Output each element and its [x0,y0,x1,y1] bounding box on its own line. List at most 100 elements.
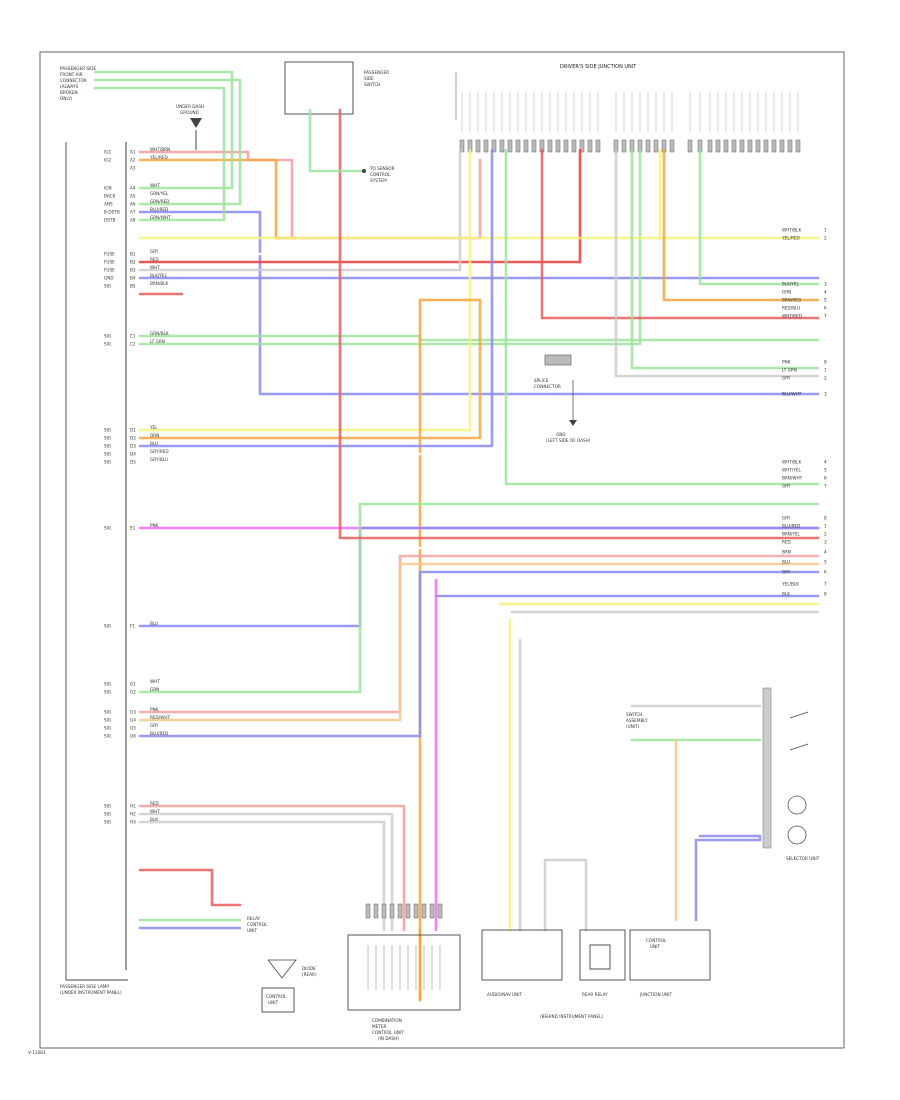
pin-wire-color: GRN/WHT [150,215,171,220]
right-pin-number: 3 [824,540,827,545]
meter-pin [405,903,411,919]
wire [138,562,820,722]
pin-wire-color: GRN/RED [150,199,169,204]
pin-id: C1 [130,334,136,339]
svg-text:(LEFT SIDE OF DASH): (LEFT SIDE OF DASH) [546,438,591,443]
right-pin-number: 1 [824,524,827,529]
right-header: DRIVER'S SIDE JUNCTION UNIT [560,64,637,70]
pin-name: FUSE [104,260,115,265]
connector-pin [459,139,465,153]
pin-name: IG2 [104,158,111,163]
top-center-switch-label: PASSENGER SIDE SWITCH [364,70,389,87]
wire [138,570,820,738]
svg-text:ONLY): ONLY) [60,96,73,101]
right-wire-label: WHT/RED [782,314,802,319]
svg-text:PASSENGER: PASSENGER [364,70,389,75]
connector-pin [707,139,713,153]
pin-name: SIG [104,682,111,687]
svg-text:SWITCH: SWITCH [626,712,642,717]
pin-wire-color: RED [150,257,159,262]
meter-pin [397,903,403,919]
right-wire-label: PNK [782,360,791,365]
svg-text:CONTROL: CONTROL [646,938,667,943]
pin-name: DSTB [104,218,115,223]
left-module-outline [65,142,128,981]
right-pin-number: 3 [824,282,827,287]
pin-id: A1 [130,150,136,155]
pin-id: E1 [130,526,136,531]
pin-wire-color: GRN/BLK [150,331,169,336]
connector-pin [531,139,537,153]
wire [698,148,820,286]
wire [614,148,820,378]
wire [308,108,364,173]
pin-name: B-DSTB [104,210,120,215]
pin-name: SIG [104,452,111,457]
svg-text:UNIT: UNIT [247,928,257,933]
right-wire-label: RED [782,540,791,545]
pin-id: A4 [130,186,136,191]
meter-pin [421,903,427,919]
right-wire-label: BRN/RED [782,298,801,303]
svg-text:ASSEMBLY: ASSEMBLY [626,718,648,723]
pin-wire-color: GRY/BLU [150,457,168,462]
right-pin-number: 7 [824,314,827,319]
pin-name: SIG [104,334,111,339]
pin-id: B2 [130,260,136,265]
right-pin-number: 7 [824,484,827,489]
wire [662,148,820,302]
svg-text:PASSENGER SIDE LAMP: PASSENGER SIDE LAMP [60,984,109,989]
pin-id: A3 [130,166,136,171]
right-wire-label: BLK/YEL [782,282,800,287]
right-wire-label: BRN/YEL [782,532,801,537]
pin-id: D3 [130,444,136,449]
right-top-connector [459,92,801,153]
connector-pin [779,139,785,153]
right-pin-number: 4 [824,290,827,295]
pin-id: A5 [130,194,136,199]
right-pin-number: 8 [824,592,827,597]
svg-text:COMBINATION: COMBINATION [372,1018,402,1023]
pin-id: B4 [130,276,136,281]
right-wire-label: GRY [782,484,791,489]
connector-pin [507,139,513,153]
pin-name: SIG [104,460,111,465]
connector-pin [787,139,793,153]
pin-wire-color: WHT [150,679,160,684]
wire [93,86,226,222]
connector-pin [483,139,489,153]
connector-pin [653,139,659,153]
right-wire-label: WHT/BLK [782,228,801,233]
right-pin-number: 6 [824,476,827,481]
right-pin-number: 3 [824,392,827,397]
svg-text:CONNECTOR: CONNECTOR [60,78,87,83]
wire [138,546,820,686]
right-wire-label: BRN [782,550,791,555]
right-wire-label: WHT/YEL [782,468,801,473]
connector-pin [523,139,529,153]
pin-wire-color: YEL [149,425,158,430]
svg-text:(ALWAYS: (ALWAYS [60,84,78,89]
right-pin-number: 2 [824,376,827,381]
pin-id: D4 [130,452,136,457]
right-wire-label: BRN/WHT [782,476,803,481]
pin-wire-color: WHT/BRN [150,147,170,152]
pin-wire-color: BLU [150,441,158,446]
right-wire-label: BLK [782,592,790,597]
pin-id: A7 [130,210,136,215]
svg-text:PASSENGER SIDE: PASSENGER SIDE [60,66,96,71]
pin-wire-color: GRY [150,723,159,728]
svg-text:UNIT: UNIT [268,1000,278,1005]
right-wire-label: RED/BLU [782,306,800,311]
right-wire-label: YEL/RED [781,236,800,241]
svg-text:CONNECTOR: CONNECTOR [534,384,561,389]
pin-wire-color: WHT [150,183,160,188]
connector-pin [795,139,801,153]
right-wire-label: LT GRN [782,368,797,373]
pin-name: FUSE [104,268,115,273]
wires-layer [93,70,820,1002]
right-pin-number: 5 [824,560,827,565]
svg-text:GROUND: GROUND [180,110,199,115]
right-pin-number: 8 [824,516,827,521]
to-sensor-label: TO SENSOR CONTROL SYSTEM [362,166,395,183]
